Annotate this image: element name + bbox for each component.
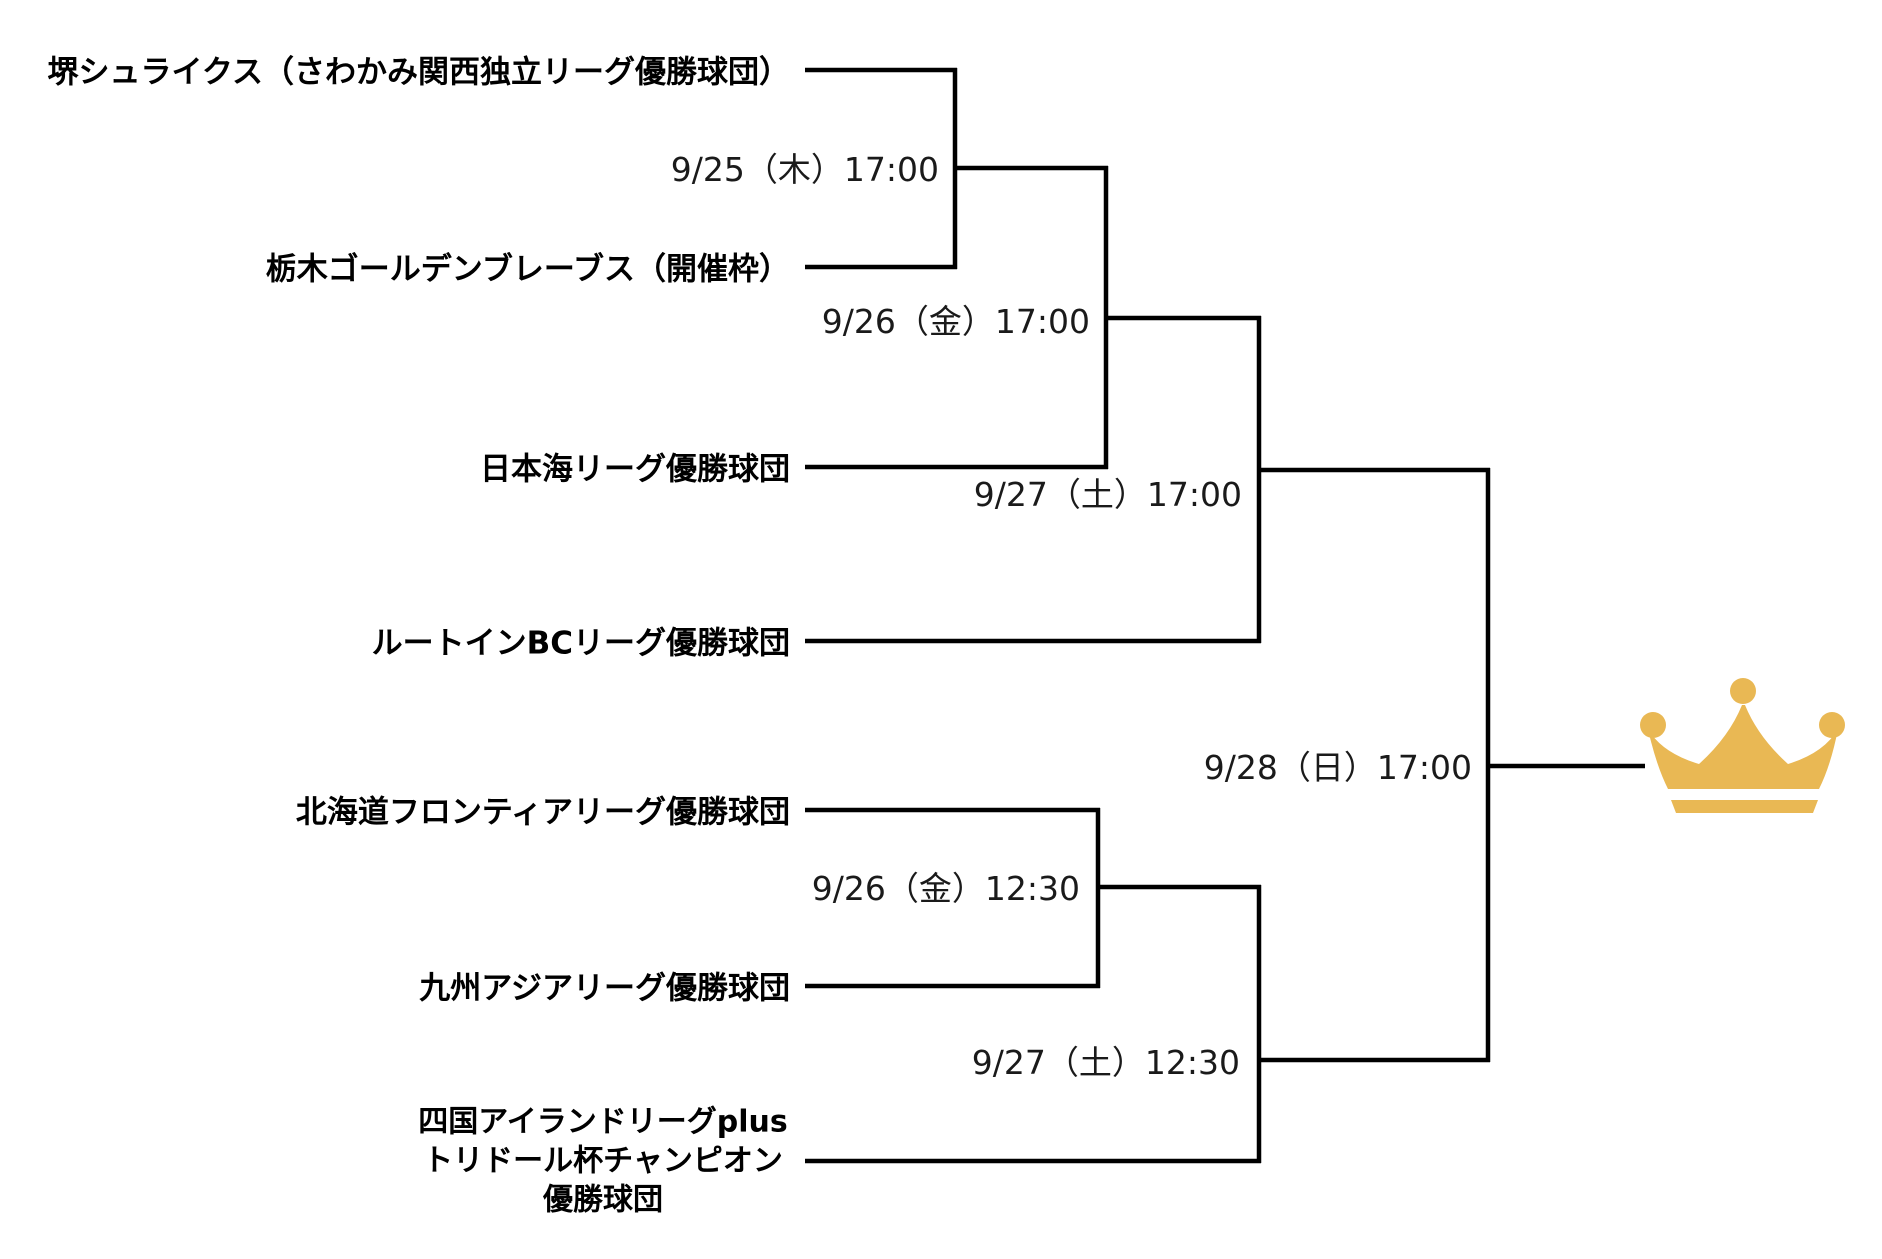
match1-datetime-label: 9/25（木）17:00 [670, 150, 939, 190]
match3-datetime-label: 9/27（土）17:00 [973, 475, 1242, 515]
match2-datetime-label: 9/26（金）17:00 [821, 302, 1090, 342]
team-label-routeinn-bc-league: ルートインBCリーグ優勝球団 [371, 625, 790, 662]
match5-datetime-label: 9/27（土）12:30 [971, 1043, 1240, 1083]
team-label-shikoku-line3: 優勝球団 [543, 1182, 663, 1218]
team-label-nihonkai-league: 日本海リーグ優勝球団 [480, 451, 790, 488]
crown-left-ball-icon [1640, 712, 1666, 738]
team-label-kyushu-asia-league: 九州アジアリーグ優勝球団 [419, 970, 790, 1007]
crown-icon [1640, 678, 1845, 813]
team-label-shikoku-line2: トリドール杯チャンピオン [423, 1143, 783, 1179]
team-label-shikoku-line1: 四国アイランドリーグplus [418, 1104, 788, 1140]
crown-right-ball-icon [1819, 712, 1845, 738]
team-label-sakai-shrikes: 堺シュライクス（さわかみ関西独立リーグ優勝球団） [47, 54, 790, 91]
team-label-hokkaido-frontier-league: 北海道フロンティアリーグ優勝球団 [295, 794, 790, 831]
match4-datetime-label: 9/26（金）12:30 [811, 869, 1080, 909]
bracket-line-group [805, 67, 1645, 1164]
team-label-shikoku-island-league: 四国アイランドリーグplus トリドール杯チャンピオン 優勝球団 [368, 1103, 838, 1220]
crown-mid-ball-icon [1730, 678, 1756, 704]
final-datetime-label: 9/28（日）17:00 [1203, 748, 1472, 788]
crown-body-icon [1648, 705, 1838, 789]
crown-base-icon [1671, 800, 1818, 813]
team-label-tochigi-golden-braves: 栃木ゴールデンブレーブス（開催枠） [265, 251, 790, 288]
